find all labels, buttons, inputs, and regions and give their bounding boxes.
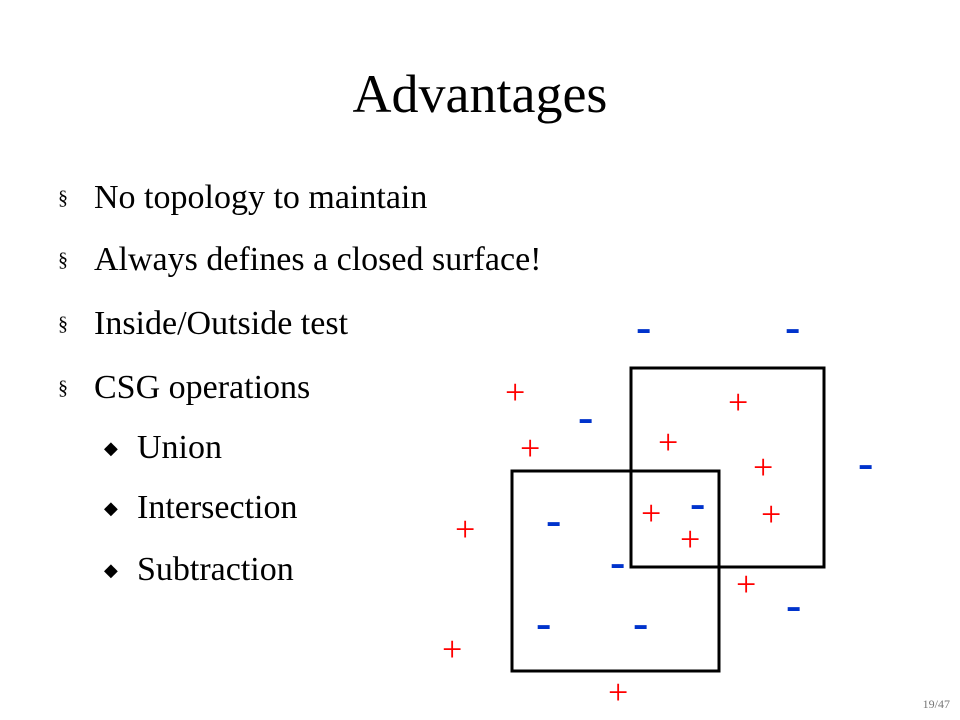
square-bullet-icon: § — [58, 187, 68, 209]
plus-sign: + — [658, 422, 679, 462]
plus-sign: + — [761, 494, 782, 534]
minus-sign: - — [858, 437, 874, 488]
minus-sign: - — [546, 494, 562, 545]
plus-sign: + — [736, 564, 757, 604]
sub-bullet-text: Intersection — [137, 489, 298, 526]
diamond-bullet-icon: ◆ — [104, 438, 118, 458]
slide-title: Advantages — [352, 64, 608, 124]
bullet-text: Always defines a closed surface! — [94, 241, 542, 278]
plus-sign: + — [608, 672, 629, 712]
plus-sign: + — [455, 509, 476, 549]
plus-sign: + — [520, 428, 541, 468]
plus-sign: + — [442, 629, 463, 669]
minus-sign: - — [633, 597, 649, 648]
lower-left-square — [510, 469, 721, 673]
square-bullet-icon: § — [58, 249, 68, 271]
bullet-text: Inside/Outside test — [94, 305, 349, 342]
minus-sign: - — [785, 301, 801, 352]
minus-sign: - — [690, 477, 706, 528]
minus-sign: - — [610, 536, 626, 587]
upper-right-square — [629, 366, 826, 569]
square-bullet-icon: § — [58, 377, 68, 399]
plus-sign: + — [753, 447, 774, 487]
sub-bullet-text: Subtraction — [137, 551, 294, 588]
plus-sign: + — [641, 493, 662, 533]
square-bullet-icon: § — [58, 313, 68, 335]
bullet-text: CSG operations — [94, 369, 311, 406]
sub-bullet-text: Union — [137, 429, 222, 466]
plus-sign: + — [680, 519, 701, 559]
minus-sign: - — [636, 301, 652, 352]
plus-sign: + — [728, 382, 749, 422]
diamond-bullet-icon: ◆ — [104, 498, 118, 518]
minus-sign: - — [786, 579, 802, 630]
page-number: 19/47 — [922, 697, 950, 711]
diamond-bullet-icon: ◆ — [104, 560, 118, 580]
bullet-text: No topology to maintain — [94, 179, 428, 216]
minus-sign: - — [578, 391, 594, 442]
plus-sign: + — [505, 372, 526, 412]
minus-sign: - — [536, 597, 552, 648]
